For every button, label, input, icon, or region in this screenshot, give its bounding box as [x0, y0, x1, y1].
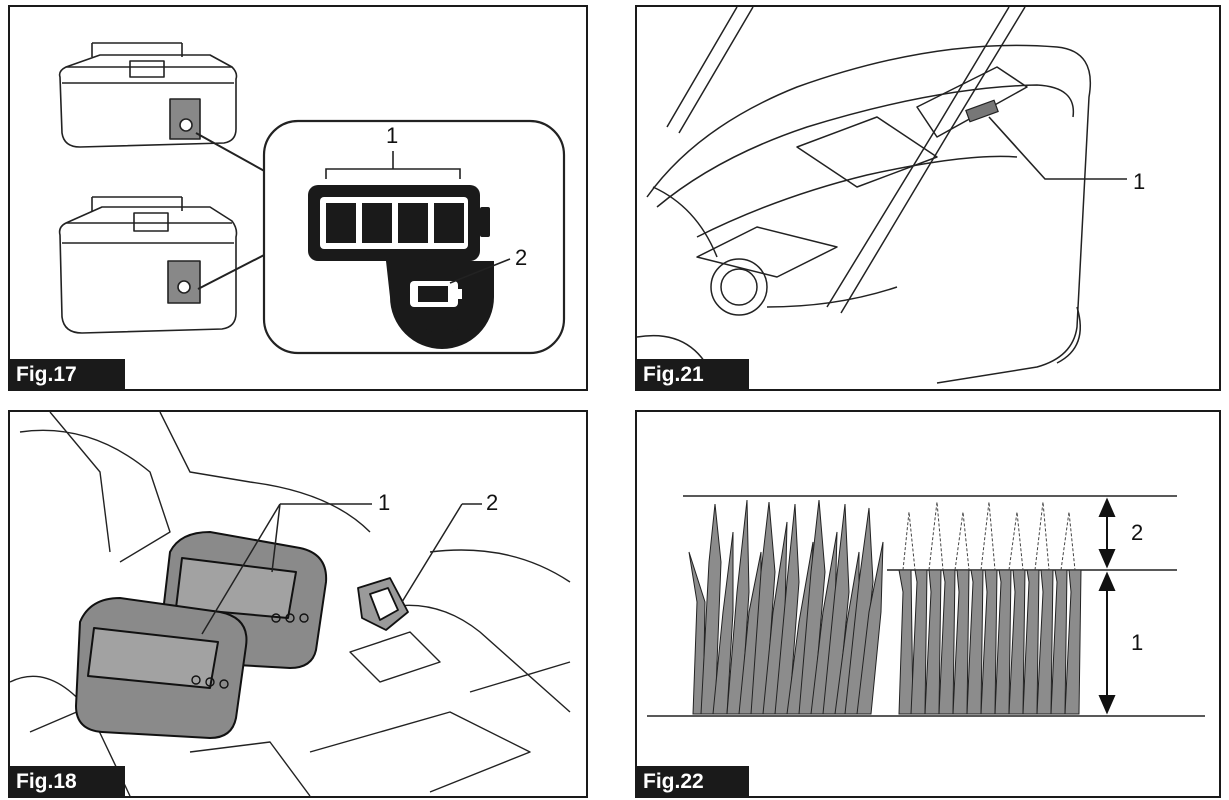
figure-label: Fig.18: [10, 766, 125, 796]
figure-18-panel: 1 2 Fig.18: [8, 410, 588, 798]
callout-1: 1: [1133, 169, 1146, 194]
grass-cutting-height-diagram: [647, 495, 1205, 717]
callout-2: 2: [486, 490, 499, 515]
callout-1: 1: [1131, 630, 1144, 655]
figure-17-panel: 1 2 Fig.17: [8, 5, 588, 391]
battery-indicator-illustration: [58, 42, 566, 355]
figure-label: Fig.21: [637, 359, 749, 389]
callout-2: 2: [515, 245, 528, 270]
figure-21-panel: 1 Fig.21: [635, 5, 1221, 391]
mower-handle-illustration: [637, 7, 1127, 388]
callout-1: 1: [386, 123, 399, 148]
battery-installation-illustration: [10, 412, 571, 796]
figure-label: Fig.22: [637, 766, 749, 796]
callout-2: 2: [1131, 520, 1144, 545]
figure-22-panel: 2 1 Fig.22: [635, 410, 1221, 798]
callout-1: 1: [378, 490, 391, 515]
figure-label: Fig.17: [10, 359, 125, 389]
